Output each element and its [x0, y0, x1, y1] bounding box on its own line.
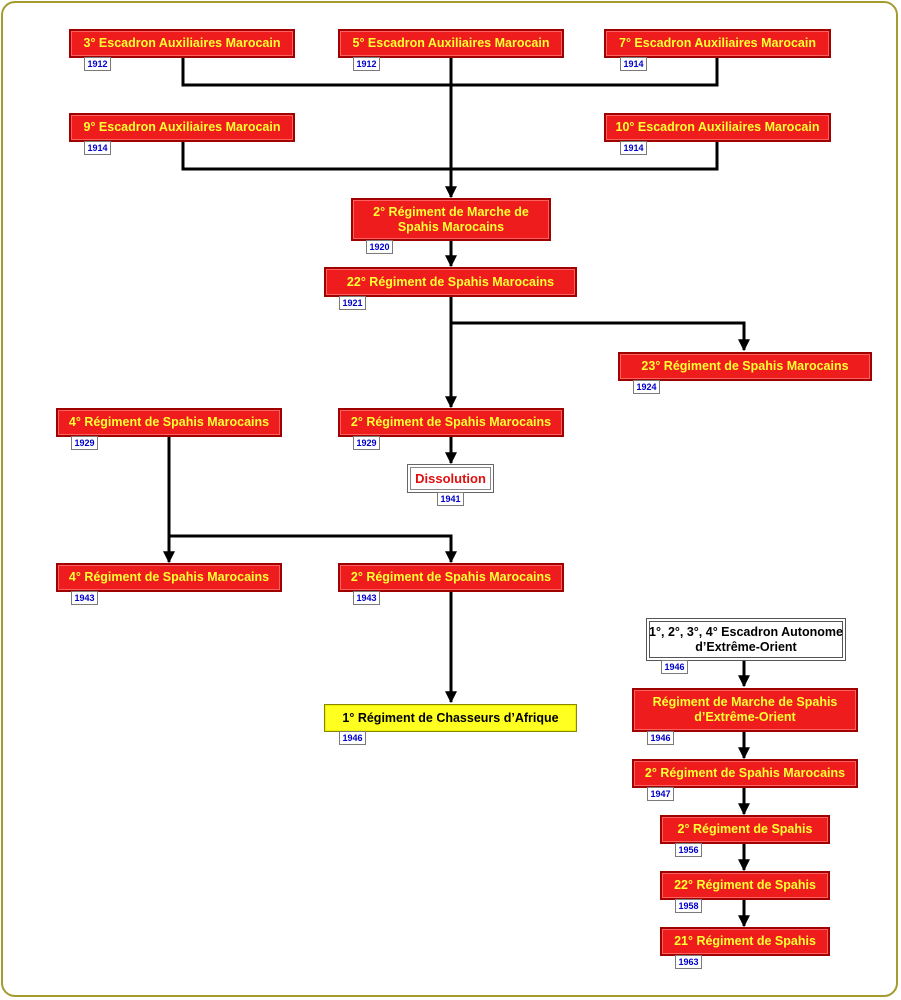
year-badge: 1956: [675, 843, 702, 857]
connector-esc10: [451, 141, 719, 171]
node-label: 22° Régiment de Spahis: [674, 878, 816, 892]
year-badge: 1946: [661, 660, 688, 674]
connector-esc7: [451, 57, 719, 87]
node-r2-1947: 2° Régiment de Spahis Marocains: [632, 759, 858, 788]
year-badge: 1914: [620, 57, 647, 71]
node-label: 23° Régiment de Spahis Marocains: [641, 359, 849, 373]
node-esc10: 10° Escadron Auxiliaires Marocain: [604, 113, 831, 142]
connector-esc9: [181, 141, 451, 171]
node-label: 2° Régiment de Marche de Spahis Marocain…: [373, 204, 529, 234]
node-esc3: 3° Escadron Auxiliaires Marocain: [69, 29, 295, 58]
year-badge: 1946: [339, 731, 366, 745]
node-label: 2° Régiment de Spahis: [677, 822, 813, 836]
year-badge: 1929: [353, 436, 380, 450]
year-badge: 1924: [633, 380, 660, 394]
node-rm2: 2° Régiment de Marche de Spahis Marocain…: [351, 198, 551, 241]
node-label: 1°, 2°, 3°, 4° Escadron Autonome d’Extrê…: [649, 624, 843, 654]
node-dissolution: Dissolution: [407, 464, 494, 493]
arrow-to-r2-1943: [169, 534, 457, 564]
node-label: 22° Régiment de Spahis Marocains: [346, 274, 555, 289]
year-badge: 1914: [620, 141, 647, 155]
year-badge: 1921: [339, 296, 366, 310]
node-r4-1943: 4° Régiment de Spahis Marocains: [56, 563, 282, 592]
year-badge: 1958: [675, 899, 702, 913]
year-badge: 1947: [647, 787, 674, 801]
node-rs22: 22° Régiment de Spahis: [660, 871, 830, 900]
node-label: 21° Régiment de Spahis: [674, 934, 816, 948]
node-esc5: 5° Escadron Auxiliaires Marocain: [338, 29, 564, 58]
node-esc9: 9° Escadron Auxiliaires Marocain: [69, 113, 295, 142]
year-badge: 1943: [353, 591, 380, 605]
node-esc-eo: 1°, 2°, 3°, 4° Escadron Autonome d’Extrê…: [646, 618, 846, 661]
node-esc7: 7° Escadron Auxiliaires Marocain: [604, 29, 831, 58]
year-badge: 1920: [366, 240, 393, 254]
year-badge: 1914: [84, 141, 111, 155]
node-label: 4° Régiment de Spahis Marocains: [68, 570, 270, 584]
node-r2-1929: 2° Régiment de Spahis Marocains: [338, 408, 564, 437]
node-r2-1943: 2° Régiment de Spahis Marocains: [338, 563, 564, 592]
node-label: 5° Escadron Auxiliaires Marocain: [352, 36, 550, 50]
node-label: Dissolution: [415, 471, 486, 486]
node-label: 4° Régiment de Spahis Marocains: [68, 415, 270, 429]
node-r23: 23° Régiment de Spahis Marocains: [618, 352, 872, 381]
year-badge: 1963: [675, 955, 702, 969]
arrow-to-r23: [451, 321, 750, 352]
node-label: 10° Escadron Auxiliaires Marocain: [615, 120, 820, 134]
connector-esc3: [181, 57, 451, 87]
year-badge: 1941: [437, 492, 464, 506]
node-rs2: 2° Régiment de Spahis: [660, 815, 830, 844]
year-badge: 1946: [647, 731, 674, 745]
node-label: 1° Régiment de Chasseurs d’Afrique: [342, 710, 559, 725]
node-r4-1929: 4° Régiment de Spahis Marocains: [56, 408, 282, 437]
node-label: 2° Régiment de Spahis Marocains: [350, 415, 552, 429]
year-badge: 1912: [84, 57, 111, 71]
year-badge: 1912: [353, 57, 380, 71]
node-label: Régiment de Marche de Spahis d’Extrême-O…: [652, 695, 838, 724]
year-badge: 1929: [71, 436, 98, 450]
node-r22: 22° Régiment de Spahis Marocains: [324, 267, 577, 297]
year-badge: 1943: [71, 591, 98, 605]
node-label: 2° Régiment de Spahis Marocains: [644, 766, 846, 780]
node-rm-eo: Régiment de Marche de Spahis d’Extrême-O…: [632, 688, 858, 732]
node-label: 7° Escadron Auxiliaires Marocain: [619, 36, 816, 50]
node-label: 3° Escadron Auxiliaires Marocain: [83, 36, 281, 50]
node-rca1: 1° Régiment de Chasseurs d’Afrique: [324, 704, 577, 732]
node-label: 2° Régiment de Spahis Marocains: [350, 570, 552, 584]
node-label: 9° Escadron Auxiliaires Marocain: [83, 120, 281, 134]
node-rs21: 21° Régiment de Spahis: [660, 927, 830, 956]
